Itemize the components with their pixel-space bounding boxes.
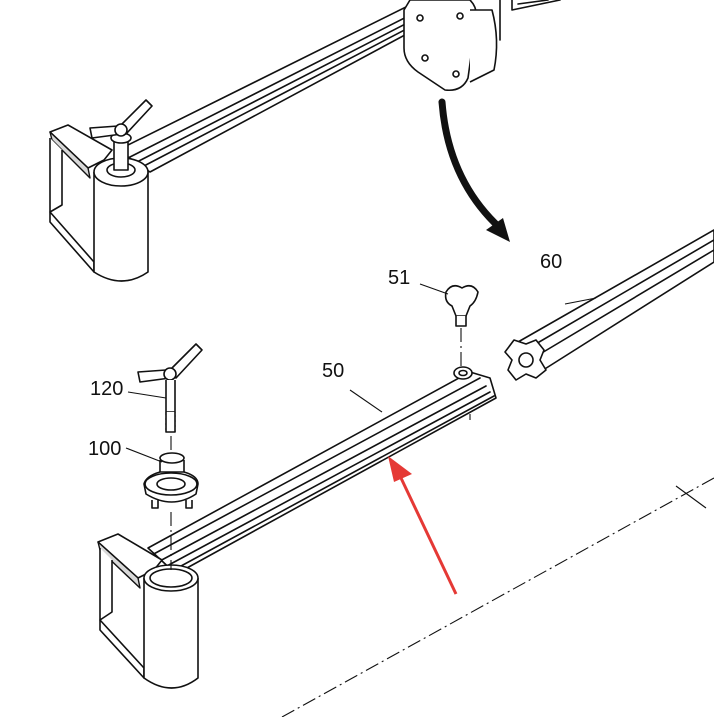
- label-part-50: 50: [322, 360, 344, 382]
- top-t-handle-bolt: [89, 99, 153, 171]
- lower-clamp-jaw: [97, 533, 163, 679]
- label-part-120: 120: [90, 378, 123, 400]
- assembly-direction-arrow: [438, 98, 510, 242]
- lower-cylinder: [143, 564, 199, 689]
- part-51-knob: [419, 283, 479, 370]
- red-pointer-arrow: [388, 456, 458, 595]
- part-120-t-bolt: [127, 343, 203, 452]
- top-assembly: [49, 0, 561, 282]
- top-cylinder: [93, 157, 149, 282]
- center-line: [281, 477, 714, 717]
- label-part-51: 51: [388, 267, 410, 289]
- top-mount-plate: [403, 0, 561, 92]
- label-part-60: 60: [540, 251, 562, 273]
- part-100-bushing: [125, 447, 199, 570]
- label-part-100: 100: [88, 438, 121, 460]
- top-clamp-jaw: [49, 124, 113, 273]
- part-60-tube: [504, 229, 714, 381]
- part-50-rail: [147, 366, 497, 575]
